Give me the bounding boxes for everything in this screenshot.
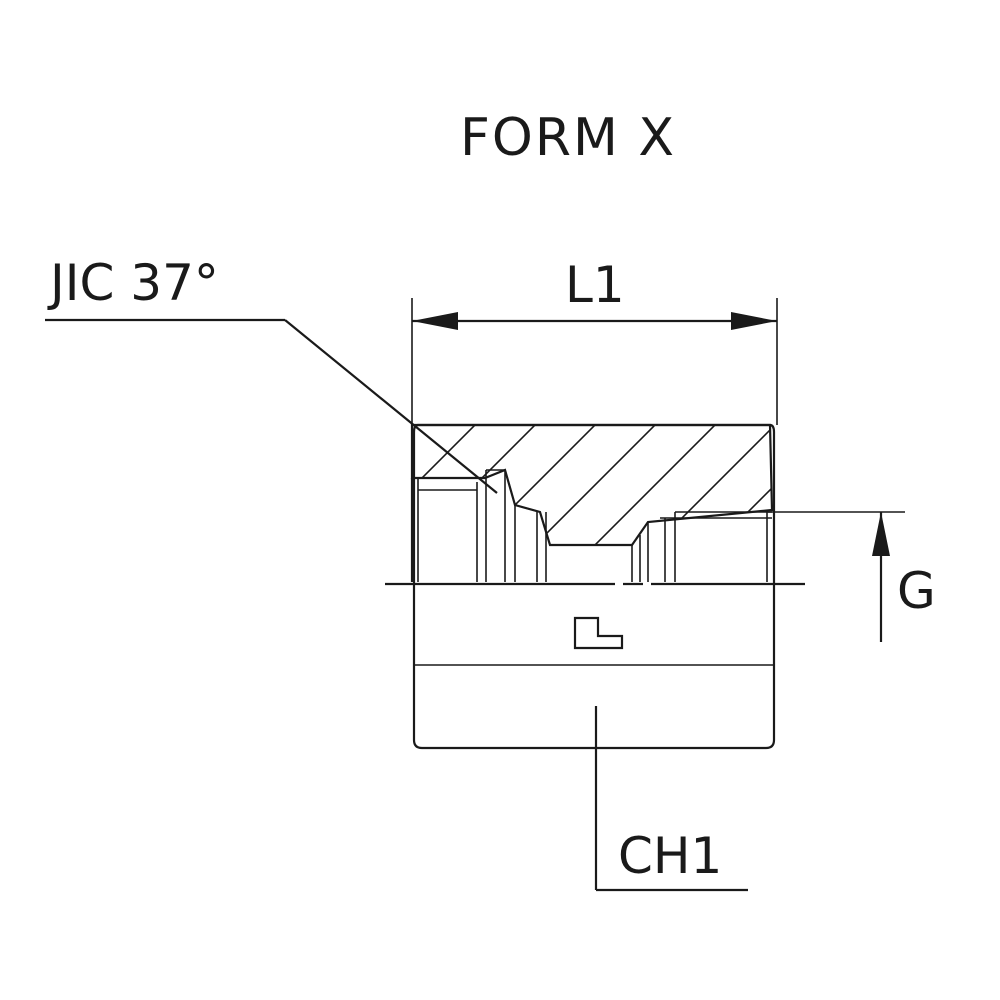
port-dimension	[768, 511, 905, 642]
hex-leader-line	[594, 706, 748, 892]
length-label: L1	[565, 256, 625, 314]
fitting-body	[410, 423, 776, 750]
thread-label: JIC 37°	[47, 254, 219, 312]
hex-label: CH1	[618, 827, 722, 885]
length-dimension	[411, 298, 778, 425]
thread-leader-line	[45, 318, 498, 494]
internal-bore	[417, 469, 772, 582]
title-label: FORM X	[460, 108, 676, 168]
port-label: G	[897, 562, 936, 620]
section-hatching	[412, 425, 772, 545]
brand-logo	[573, 616, 624, 650]
